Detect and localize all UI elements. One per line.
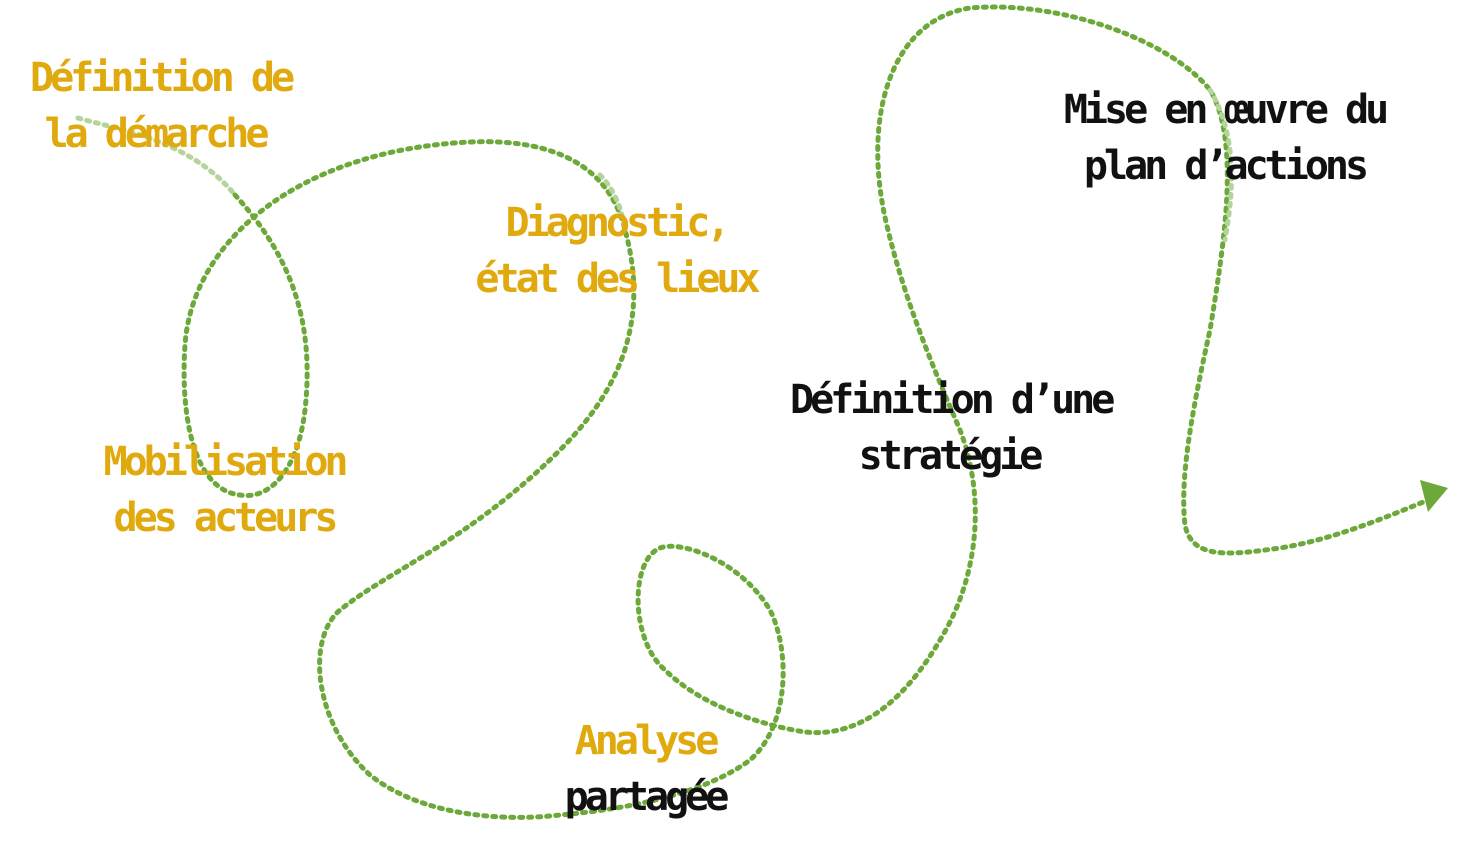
step-diagnostic-line-2: état des lieux — [475, 256, 760, 302]
step-definition-demarche: Définition de la démarche — [30, 50, 295, 162]
step-definition-strategie-line-2: stratégie — [858, 433, 1044, 479]
arrow-head-icon — [1420, 480, 1448, 512]
step-mobilisation-acteurs-line-2: des acteurs — [113, 495, 339, 541]
step-definition-demarche-line-2: la démarche — [44, 111, 270, 157]
step-definition-demarche-line-1: Définition de — [30, 55, 295, 101]
step-mobilisation-acteurs: Mobilisation des acteurs — [100, 434, 349, 546]
step-mise-en-oeuvre-line-2: plan d’actions — [1083, 143, 1369, 189]
journey-path-fade-1 — [597, 172, 628, 233]
step-diagnostic: Diagnostic, état des lieux — [470, 195, 762, 307]
step-mise-en-oeuvre: Mise en œuvre du plan d’actions — [1052, 82, 1397, 194]
step-mise-en-oeuvre-line-1: Mise en œuvre du — [1063, 87, 1389, 133]
step-mobilisation-acteurs-line-1: Mobilisation — [103, 439, 349, 485]
step-analyse-partagee: Analyse partagée — [540, 713, 750, 825]
step-analyse-partagee-line-2: partagée — [564, 774, 730, 820]
journey-path-start — [75, 115, 238, 198]
step-definition-strategie-line-1: Définition d’une — [790, 377, 1115, 423]
journey-path-fade-2 — [1207, 87, 1234, 243]
step-diagnostic-line-1: Diagnostic, — [505, 200, 731, 246]
step-definition-strategie: Définition d’une stratégie — [790, 372, 1115, 484]
step-analyse-partagee-line-1: Analyse — [574, 718, 720, 764]
